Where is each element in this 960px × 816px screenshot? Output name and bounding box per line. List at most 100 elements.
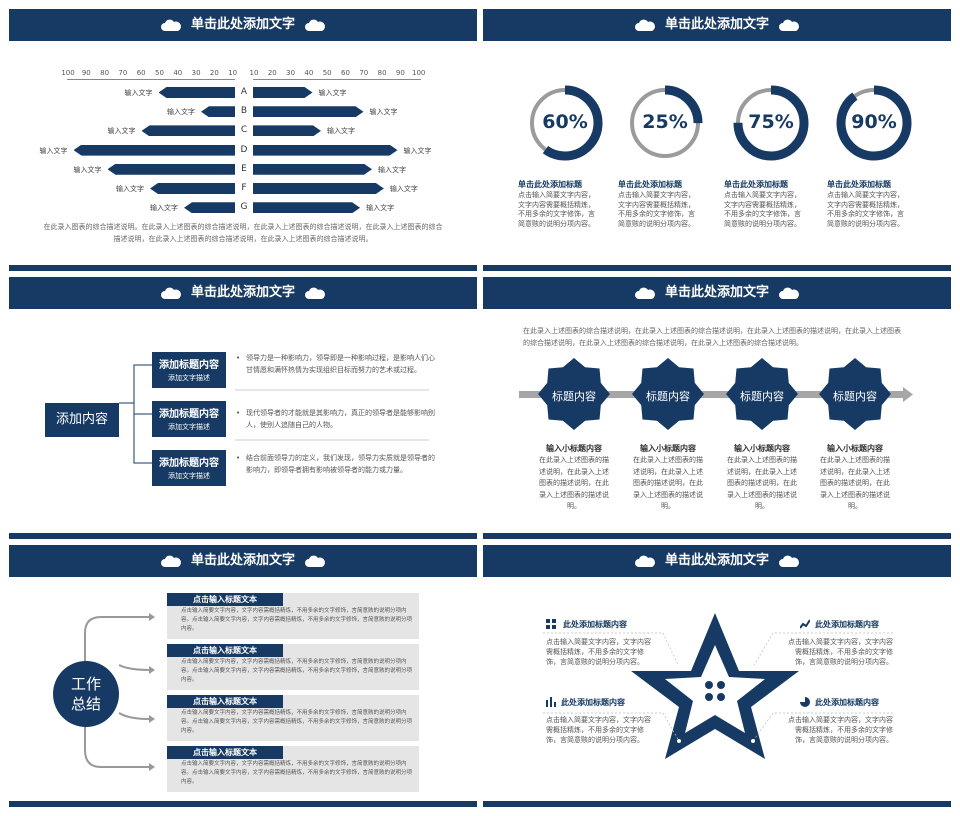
cloud-icon bbox=[635, 287, 655, 299]
axis-tick-label: 60 bbox=[341, 69, 350, 77]
slide-header: 单击此处添加文字 bbox=[9, 545, 477, 577]
subtopic-description: •现代领导者的才能就是其影响力，真正的领导者是能够影响别人，使别人追随自己的人物… bbox=[236, 407, 438, 431]
summary-row-title: 点击输入标题文本 bbox=[167, 593, 283, 606]
step-label: 标题内容 bbox=[552, 390, 596, 403]
main-topic-box: 添加内容 bbox=[45, 403, 119, 437]
axis-tick-label: 100 bbox=[61, 69, 75, 77]
bar-right bbox=[253, 87, 313, 98]
cloud-icon bbox=[305, 555, 325, 567]
subtopic-box: 添加标题内容添加文字描述 bbox=[152, 401, 226, 437]
bar-left-label: 输入文字 bbox=[150, 204, 178, 213]
bullet-dot: • bbox=[236, 354, 241, 362]
summary-circle: 工作 总结 bbox=[53, 661, 119, 727]
description-text: 结合前面领导力的定义，我们发现，领导力实质就是领导者的影响力，即领导者拥有影响被… bbox=[246, 454, 435, 474]
axis-line-right bbox=[253, 79, 421, 80]
item-title: 单击此处添加标题 bbox=[518, 180, 582, 189]
block-title: 此处添加标题内容 bbox=[815, 620, 879, 629]
progress-ring bbox=[733, 85, 809, 161]
summary-row-text: 点击输入简要文字内容，文字内容需概括精炼，不用多余的文字修饰，言简意赅的说明分项… bbox=[181, 608, 413, 632]
cloud-icon bbox=[635, 19, 655, 31]
step-title: 输入小标题内容 bbox=[546, 444, 602, 453]
block-title: 此处添加标题内容 bbox=[561, 698, 625, 707]
bar-right-label: 输入文字 bbox=[366, 204, 395, 213]
cloud-icon bbox=[305, 287, 325, 299]
cloud-icon bbox=[305, 19, 325, 31]
percent-value: 60% bbox=[542, 111, 588, 133]
tree-connector bbox=[119, 364, 429, 464]
slide-title: 单击此处添加文字 bbox=[664, 553, 769, 568]
step-title: 输入小标题内容 bbox=[734, 444, 790, 453]
bar-right bbox=[253, 106, 364, 117]
slide-footer-bar bbox=[9, 265, 477, 271]
process-intro: 在此录入上述图表的综合描述说明，在此录入上述图表的综合描述说明，在此录入上述图表… bbox=[523, 327, 901, 347]
item-description: 点击输入简要文字内容，文字内容需要概括精炼，不用多余的文字修饰，言简意赅的说明分… bbox=[618, 191, 695, 228]
slide-percent-rings[interactable]: 单击此处添加文字 60%单击此处添加标题点击输入简要文字内容，文字内容需要概括精… bbox=[483, 9, 951, 271]
description-text: 领导力是一种影响力，领导即是一种影响过程，是影响人们心甘情愿和满怀热情为实现组织… bbox=[246, 354, 435, 374]
subtopic-description: • 领导力是一种影响力，领导即是一种影响过程，是影响人们心甘情愿和满怀热情为实现组… bbox=[236, 352, 438, 376]
category-letter: G bbox=[240, 202, 248, 213]
bar-left-label: 输入文字 bbox=[73, 165, 102, 174]
bar-right-label: 输入文字 bbox=[318, 89, 347, 97]
step-badge bbox=[819, 358, 891, 430]
category-letter: D bbox=[240, 144, 248, 155]
progress-ring bbox=[627, 85, 703, 161]
item-description: 点击输入简要文字内容，文字内容需要概括精炼，不用多余的文字修饰，言简意赅的说明分… bbox=[827, 191, 904, 228]
category-letter: A bbox=[240, 87, 248, 97]
progress-ring bbox=[527, 85, 603, 161]
slide-work-summary[interactable]: 单击此处添加文字 工作 总结 点击输入标题文本点击输入简要文字内容，文字内容需概… bbox=[9, 545, 477, 807]
bar-left bbox=[201, 106, 235, 118]
axis-tick-label: 80 bbox=[100, 69, 110, 77]
subtopic-description: •结合前面领导力的定义，我们发现，领导力实质就是领导者的影响力，即领导者拥有影响… bbox=[236, 452, 438, 476]
item-title: 单击此处添加标题 bbox=[827, 180, 891, 189]
category-letter: F bbox=[241, 183, 247, 193]
bar-right-label: 输入文字 bbox=[369, 108, 398, 117]
item-title: 单击此处添加标题 bbox=[618, 180, 682, 189]
axis-tick-label: 80 bbox=[377, 69, 387, 77]
summary-connector bbox=[84, 613, 155, 771]
summary-row-text: 点击输入简要文字内容，文字内容需概括精炼，不用多余的文字修饰，言简意赅的说明分项… bbox=[181, 761, 413, 785]
axis-tick-label: 100 bbox=[412, 69, 426, 77]
slide-title: 单击此处添加文字 bbox=[664, 285, 769, 300]
bar-left-label: 输入文字 bbox=[116, 185, 144, 193]
slide-leadership-tree[interactable]: 单击此处添加文字 添加内容添加标题内容添加文字描述添加标题内容添加文字描述添加标… bbox=[9, 277, 477, 539]
subtopic-box: 添加标题内容添加文字描述 bbox=[152, 352, 226, 388]
cloud-icon bbox=[635, 555, 655, 567]
item-description: 点击输入简要文字内容，文字内容需要概括精炼，不用多余的文字修饰，言简意赅的说明分… bbox=[724, 191, 801, 228]
slide-footer-bar bbox=[483, 265, 951, 271]
percent-value: 90% bbox=[851, 111, 897, 133]
cloud-icon bbox=[779, 555, 799, 567]
slide-footer-bar bbox=[483, 801, 951, 807]
slide-process-steps[interactable]: 单击此处添加文字 在此录入上述图表的综合描述说明，在此录入上述图表的综合描述说明… bbox=[483, 277, 951, 539]
block-description: 点击输入简要文字内容，文字内容需概括精炼，不用多余的文字修饰，言简意赅的说明分项… bbox=[546, 716, 651, 744]
summary-row-title: 点击输入标题文本 bbox=[167, 695, 283, 708]
step-description: 在此录入上述图表的描述说明，在此录入上述图表的描述说明，在此录入上述图表的描述说… bbox=[633, 456, 703, 510]
bar-right-label: 输入文字 bbox=[327, 127, 355, 136]
slide-footer-bar bbox=[9, 533, 477, 539]
category-letter: C bbox=[240, 125, 248, 136]
bar-left-label: 输入文字 bbox=[39, 146, 68, 155]
block-description: 点击输入简要文字内容，文字内容需概括精炼，不用多余的文字修饰，言简意赅的说明分项… bbox=[546, 638, 651, 666]
slide-header: 单击此处添加文字 bbox=[483, 545, 951, 577]
slide-header: 单击此处添加文字 bbox=[9, 277, 477, 309]
summary-row-title: 点击输入标题文本 bbox=[167, 644, 283, 657]
bar-left-label: 输入文字 bbox=[124, 89, 153, 97]
subtopic-subtitle: 添加文字描述 bbox=[168, 423, 210, 431]
bar-right-label: 输入文字 bbox=[403, 146, 432, 155]
axis-tick-label: 50 bbox=[155, 69, 164, 77]
axis-tick-label: 10 bbox=[249, 69, 259, 77]
axis-tick-label: 30 bbox=[286, 69, 296, 77]
slide-title: 单击此处添加文字 bbox=[190, 17, 295, 32]
summary-row-text: 点击输入简要文字内容，文字内容需概括精炼，不用多余的文字修饰，言简意赅的说明分项… bbox=[181, 659, 413, 683]
block-title: 此处添加标题内容 bbox=[563, 620, 627, 629]
block-title: 此处添加标题内容 bbox=[815, 698, 879, 707]
step-badge bbox=[538, 358, 610, 430]
subtopic-subtitle: 添加文字描述 bbox=[168, 374, 210, 382]
bar-left-label: 输入文字 bbox=[107, 127, 136, 136]
percent-value: 75% bbox=[748, 111, 794, 133]
cloud-icon bbox=[779, 19, 799, 31]
description-text: 现代领导者的才能就是其影响力，真正的领导者是能够影响别人，使别人追随自己的人物。 bbox=[246, 409, 435, 429]
slide-star-layout[interactable]: 单击此处添加文字 此处添加标题内容点击输入简要文字内容，文字内容需概括精炼，不用… bbox=[483, 545, 951, 807]
bar-left bbox=[150, 183, 235, 194]
step-title: 输入小标题内容 bbox=[640, 444, 696, 453]
